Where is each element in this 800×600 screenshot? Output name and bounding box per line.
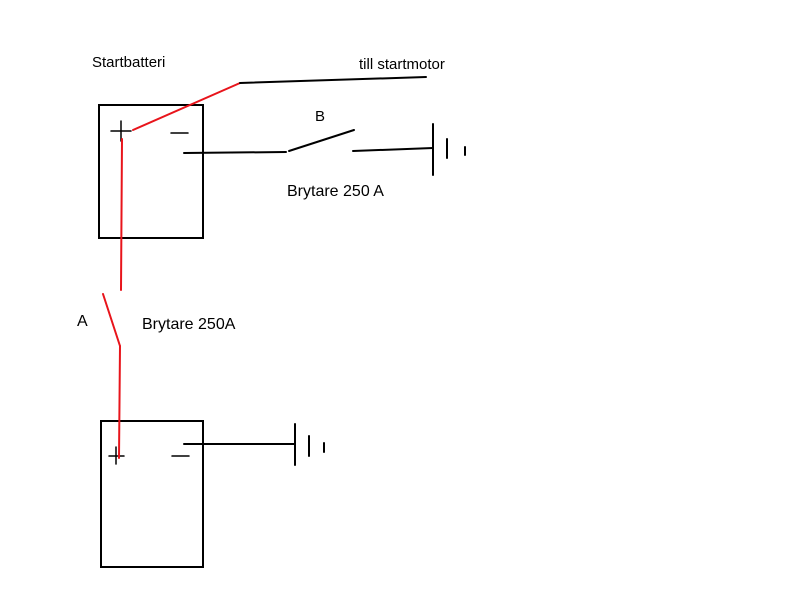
switch-a-blade: [102, 293, 121, 347]
starter-cable: [239, 76, 427, 84]
start-battery-box: [98, 104, 204, 239]
switch-b-to-ground-wire: [352, 147, 434, 152]
second-battery-box: [100, 420, 204, 568]
positive-wire-to-second-battery: [118, 345, 121, 459]
switch-a-label: Brytare 250A: [142, 316, 236, 333]
start-battery-label: Startbatteri: [92, 54, 166, 71]
switch-b-blade: [288, 129, 355, 152]
positive-wire-to-starter: [132, 82, 241, 131]
switch-b-label: Brytare 250 A: [287, 183, 384, 200]
positive-wire-to-switch-a: [120, 138, 123, 291]
switch-a-letter: A: [77, 313, 88, 330]
to-starter-label: till startmotor: [359, 56, 445, 73]
switch-b-letter: B: [315, 108, 326, 125]
negative-wire-start-battery: [183, 151, 287, 154]
